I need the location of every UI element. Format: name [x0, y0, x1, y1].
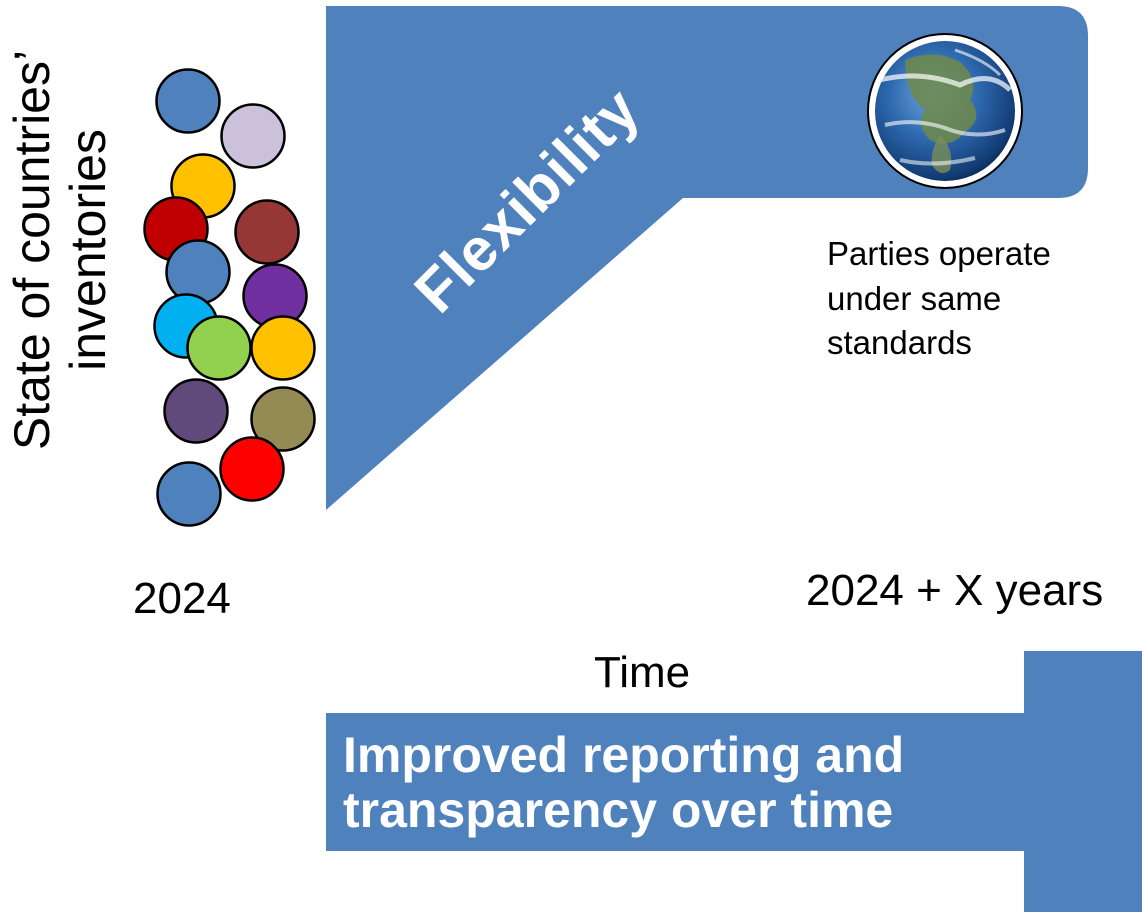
start-year-label: 2024	[133, 574, 231, 623]
y-axis-label-line2: inventories	[60, 129, 116, 371]
parties-note-line1: Parties operate	[827, 235, 1051, 272]
time-axis-label: Time	[594, 648, 691, 697]
improvement-label-line2: transparency over time	[343, 782, 894, 838]
country-circle	[165, 239, 231, 305]
country-circle	[250, 315, 316, 381]
country-circle	[163, 378, 229, 444]
parties-note-line2: under same	[827, 279, 1002, 317]
country-circle	[186, 315, 252, 381]
y-axis-label: State of countries’ inventories	[4, 50, 116, 450]
end-year-label: 2024 + X years	[806, 566, 1104, 615]
parties-note-line3: standards	[827, 324, 972, 362]
improvement-label-line1: Improved reporting and	[343, 727, 905, 783]
earth-globe-icon	[867, 33, 1023, 189]
improvement-label: Improved reporting and transparency over…	[343, 728, 904, 838]
country-circle	[250, 386, 316, 452]
country-circle	[155, 68, 221, 134]
country-circle	[220, 103, 286, 169]
time-arrow-shape	[326, 651, 1142, 912]
country-circle	[219, 436, 285, 502]
country-circle	[234, 199, 300, 265]
parties-note: Parties operate under same standards	[827, 232, 1051, 366]
country-circle	[156, 461, 222, 527]
y-axis-label-line1: State of countries’	[4, 49, 60, 451]
country-inventory-circles	[143, 68, 316, 527]
